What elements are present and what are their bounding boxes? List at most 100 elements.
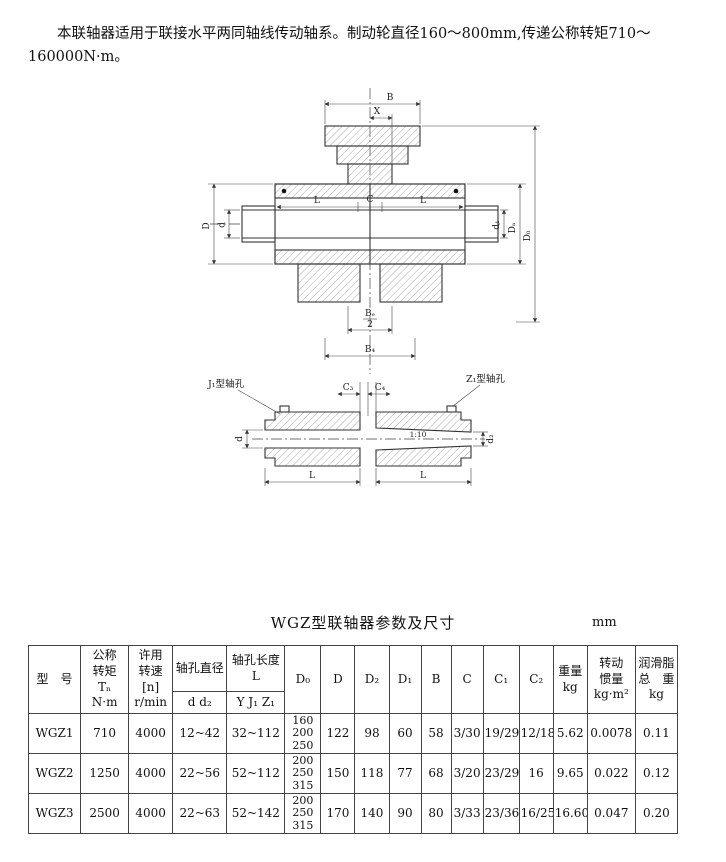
dim-label-C4: C₄: [375, 383, 386, 393]
brake-wheel: [324, 125, 421, 185]
dim-label-L-left: L: [314, 196, 320, 206]
cell: 710: [80, 713, 130, 754]
cell: 200 250 315: [284, 753, 322, 794]
cell: 0.12: [634, 753, 679, 794]
cell: 77: [388, 753, 422, 794]
col-header-grease: 润滑脂 总 重 kg: [634, 645, 679, 714]
dim-label-L-detail-left: L: [309, 471, 315, 481]
col-header-weight: 重量 kg: [552, 645, 588, 714]
shaft-left: [241, 205, 276, 243]
cell: 52~142: [226, 793, 286, 834]
cell: 150: [320, 753, 356, 794]
cell: 4000: [128, 793, 174, 834]
cell: 1250: [80, 753, 130, 794]
header-row-1: 型 号 公称 转矩 Tₙ N·m 许用 转速 [n] r/min 轴孔直径 轴孔…: [27, 645, 679, 714]
cell-model: WGZ1: [27, 713, 82, 754]
cell: 60: [388, 713, 422, 754]
cell: 0.11: [634, 713, 679, 754]
cell: 16.60: [552, 793, 588, 834]
col-header-model: 型 号: [27, 645, 82, 714]
dim-label-d: d: [218, 222, 228, 228]
cell: 0.20: [634, 793, 679, 834]
hub-right: [379, 263, 443, 303]
header-row-2: d d₂ Y J₁ Z₁: [29, 691, 678, 714]
cell: 118: [354, 753, 390, 794]
cell: 9.65: [552, 753, 588, 794]
dim-label-d-detail: d: [235, 436, 245, 442]
cell: 52~112: [226, 753, 286, 794]
cell: 4000: [128, 753, 174, 794]
dim-label-d2-detail: d₂: [486, 434, 496, 444]
dim-label-Da: Dₐ: [508, 222, 518, 233]
bolt-left: [281, 188, 287, 194]
cell: 5.62: [552, 713, 588, 754]
cell: 90: [388, 793, 422, 834]
dim-label-B4: B₄: [365, 345, 376, 355]
cell: 98: [354, 713, 390, 754]
dim-label-Be: Bₑ: [365, 309, 376, 319]
cell: 4000: [128, 713, 174, 754]
col-header-inertia: 转动 惯量 kg·m²: [586, 645, 636, 714]
col-header-C2: C₂: [518, 645, 554, 714]
cell: 3/20: [450, 753, 484, 794]
dim-label-X: X: [374, 107, 381, 117]
cell: 19/29: [482, 713, 520, 754]
cell: 80: [420, 793, 452, 834]
j1-hole-section: d L: [235, 405, 361, 486]
coupling-drawing: B X D d L C L d₁: [202, 88, 540, 486]
cell: 122: [320, 713, 356, 754]
dim-label-L-detail-right: L: [420, 471, 426, 481]
cell: 16/25: [518, 793, 554, 834]
z1-hole-section: 1:10 d₂ L: [375, 405, 496, 486]
dim-label-d1: d₁: [492, 220, 502, 229]
cell: 23/36: [482, 793, 520, 834]
col-subheader-bore-diameter: d d₂: [172, 691, 228, 714]
col-header-B: B: [420, 645, 452, 714]
hub-left: [297, 263, 361, 303]
label-Z1-hole: Z₁型轴孔: [466, 373, 505, 385]
dim-label-Be-denominator: 2: [367, 320, 373, 330]
cell: 0.022: [586, 753, 636, 794]
dim-label-B: B: [387, 93, 394, 103]
dim-label-D: D: [202, 222, 212, 229]
unit-label: mm: [592, 615, 617, 630]
cell: 12/18: [518, 713, 554, 754]
shaft-hole-details: J₁型轴孔 Z₁型轴孔 C₃ C₄ d: [207, 373, 505, 486]
col-header-bore-length: 轴孔长度 L: [226, 645, 286, 692]
cell: 23/29: [482, 753, 520, 794]
cell: 3/33: [450, 793, 484, 834]
col-header-speed: 许用 转速 [n] r/min: [128, 645, 174, 714]
cell: 0.0078: [586, 713, 636, 754]
taper-label: 1:10: [410, 430, 427, 439]
cell: 22~56: [172, 753, 228, 794]
cell: 200 250 315: [284, 793, 322, 834]
cell: 68: [420, 753, 452, 794]
col-header-torque: 公称 转矩 Tₙ N·m: [80, 645, 130, 714]
cell: 12~42: [172, 713, 228, 754]
cell: 160 200 250: [284, 713, 322, 754]
col-header-D2: D₂: [354, 645, 390, 714]
table-row: WGZ2 1250 4000 22~56 52~112 200 250 315 …: [27, 753, 679, 794]
cell: 140: [354, 793, 390, 834]
dimensions-main: B X D d L C L d₁: [202, 93, 540, 360]
cell: 32~112: [226, 713, 286, 754]
col-header-D: D: [320, 645, 356, 714]
table-row: WGZ3 2500 4000 22~63 52~142 200 250 315 …: [27, 793, 679, 834]
col-header-bore-diameter: 轴孔直径: [172, 645, 228, 692]
col-subheader-bore-length: Y J₁ Z₁: [226, 691, 286, 714]
cell: 16: [518, 753, 554, 794]
col-header-D0: D₀: [284, 645, 322, 714]
bolt-right: [453, 188, 459, 194]
intro-paragraph: 本联轴器适用于联接水平两同轴线传动轴系。制动轮直径160～800mm,传递公称转…: [28, 25, 651, 65]
col-header-C: C: [450, 645, 484, 714]
cell-model: WGZ3: [27, 793, 82, 834]
cell: 170: [320, 793, 356, 834]
shaft-right: [464, 205, 499, 243]
dim-label-C: C: [367, 195, 374, 205]
dim-label-L-right: L: [420, 196, 426, 206]
cell: 0.047: [586, 793, 636, 834]
cell-model: WGZ2: [27, 753, 82, 794]
col-header-D1: D₁: [388, 645, 422, 714]
table-row: WGZ1 710 4000 12~42 32~112 160 200 250 1…: [27, 713, 679, 754]
